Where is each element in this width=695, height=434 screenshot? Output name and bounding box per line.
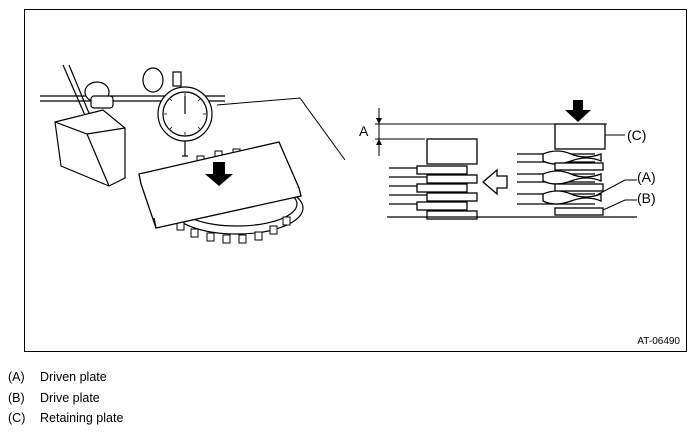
magnetic-base (54, 109, 126, 187)
measurement-diagram: A (40, 64, 656, 244)
dimension-a-label: A (359, 123, 369, 139)
clutch-stack-compressed (389, 138, 478, 220)
compress-arrow (482, 168, 508, 196)
legend: (A) Driven plate (B) Drive plate (C) Ret… (8, 367, 123, 429)
callout-a: (A) (637, 169, 656, 185)
figure-frame: A (24, 9, 687, 352)
legend-item: (B) Drive plate (8, 388, 123, 409)
legend-item: (C) Retaining plate (8, 408, 123, 429)
legend-text: Retaining plate (40, 411, 124, 426)
callout-c: (C) (627, 127, 646, 143)
legend-text: Drive plate (40, 390, 100, 405)
detail-leader (216, 97, 346, 161)
legend-letter: (A) (8, 370, 25, 385)
figure-id: AT-06490 (637, 336, 680, 347)
press-arrow-left (205, 162, 233, 186)
dial-gauge-setup (40, 64, 225, 187)
callout-b: (B) (637, 190, 656, 206)
legend-letter: (B) (8, 390, 25, 405)
legend-item: (A) Driven plate (8, 367, 123, 388)
press-arrow-right (565, 100, 591, 122)
callout-leaders (594, 134, 637, 211)
clutch-stack-free (387, 123, 637, 218)
legend-letter: (C) (8, 411, 26, 426)
legend-text: Driven plate (40, 370, 107, 385)
